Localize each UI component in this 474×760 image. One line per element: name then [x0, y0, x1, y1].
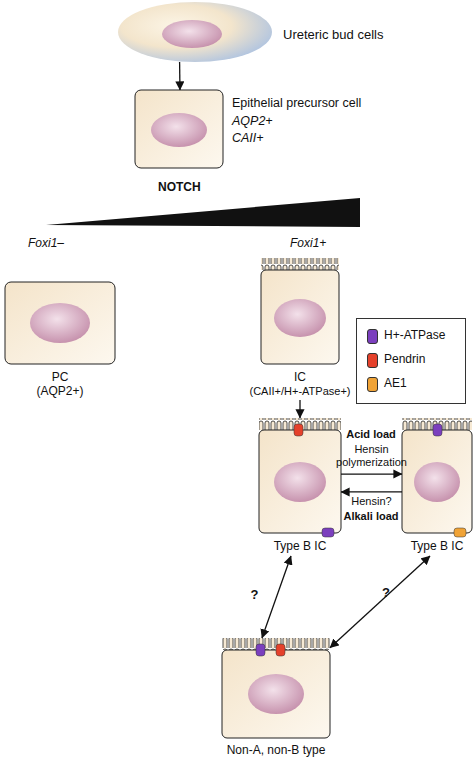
- ae1-transporter: [454, 528, 466, 537]
- nucleus: [248, 674, 304, 714]
- nucleus: [151, 113, 207, 147]
- notch-gradient-wedge: [46, 198, 360, 227]
- node-title: Ureteric bud cells: [283, 27, 383, 43]
- pendrin-transporter: [276, 644, 285, 656]
- non-a-non-b-cell-node: Non-A, non-B type: [222, 638, 330, 760]
- microvilli: [261, 258, 339, 270]
- principal-cell-node: PC(AQP2+): [5, 282, 115, 394]
- cell-body: [259, 430, 341, 533]
- legend-text: Pendrin: [384, 352, 425, 366]
- nucleus: [274, 299, 326, 337]
- legend-text: AE1: [384, 376, 407, 390]
- signal-label: NOTCH: [158, 180, 201, 194]
- cell-body: [261, 270, 339, 364]
- nucleus: [274, 462, 326, 502]
- condition-label: Alkali load: [343, 510, 398, 522]
- condition-label: Acid load: [346, 428, 396, 440]
- nucleus: [414, 462, 460, 502]
- legend-swatch: [367, 329, 378, 344]
- arrow-connector: [179, 62, 181, 90]
- gene-label: Foxi1–: [28, 236, 64, 250]
- arrow-connector: [341, 491, 402, 492]
- cell-body: [222, 650, 330, 738]
- node-text: (AQP2+): [36, 384, 83, 398]
- nucleus: [162, 20, 222, 48]
- legend-swatch: [367, 353, 378, 368]
- h-atpase-transporter: [433, 424, 442, 436]
- type-b-cell-node: Type B IC: [259, 418, 341, 556]
- intercalated-cell-node: IC(CAII+/H+-ATPase+): [251, 258, 349, 400]
- bud-cell: [118, 2, 272, 62]
- node-title: Type B IC: [411, 539, 464, 553]
- nucleus: [30, 303, 90, 343]
- node-text: (CAII+/H+-ATPase+): [250, 385, 351, 398]
- arrow-connector: [299, 400, 300, 418]
- edge-label: ?: [379, 586, 393, 601]
- h-atpase-transporter: [322, 528, 334, 537]
- arrow-connector: [330, 556, 430, 648]
- node-title: IC: [294, 370, 306, 384]
- cell-body: [135, 90, 223, 168]
- edge-label: Hensin polymerization: [334, 443, 410, 468]
- node-text: AQP2+: [232, 114, 273, 129]
- type-b-cell-node: Type B IC: [402, 418, 472, 556]
- precursor-cell-node: Epithelial precursor cellAQP2+CAII+: [135, 90, 223, 168]
- node-title: Epithelial precursor cell: [232, 96, 361, 111]
- node-title: Type B IC: [274, 539, 327, 553]
- legend-swatch: [367, 377, 378, 392]
- h-atpase-transporter: [256, 644, 265, 656]
- edge-label: Hensin?: [334, 495, 410, 508]
- legend-text: H+-ATPase: [384, 328, 445, 342]
- gene-label: Foxi1+: [290, 236, 326, 250]
- edge-label: ?: [247, 588, 261, 603]
- node-text: CAII+: [232, 131, 264, 146]
- legend-box: H+-ATPasePendrinAE1: [356, 318, 466, 404]
- cell-body: [5, 282, 115, 364]
- arrow-connector: [341, 473, 402, 474]
- node-title: PC: [52, 370, 69, 384]
- pendrin-transporter: [294, 424, 303, 436]
- arrow-connector: [262, 556, 291, 638]
- bud-cell-node: Ureteric bud cells: [118, 2, 272, 62]
- node-title: Non-A, non-B type: [227, 743, 326, 757]
- cell-body: [402, 430, 472, 533]
